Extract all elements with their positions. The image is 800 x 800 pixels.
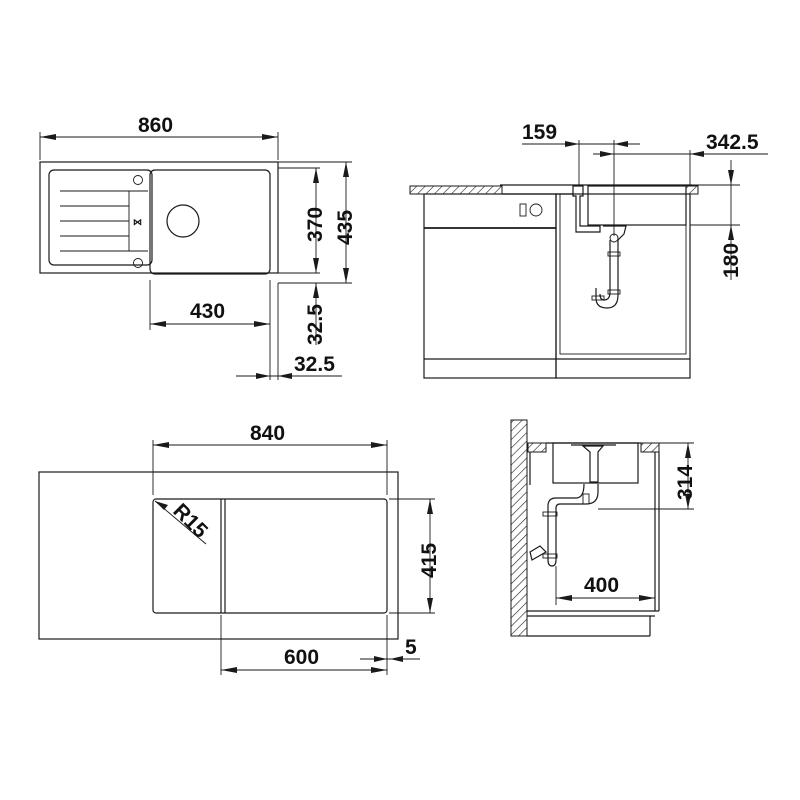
dim-370: 370 <box>304 207 327 242</box>
worktop-outline <box>38 471 399 640</box>
trap-pipe <box>595 225 627 309</box>
bowl-section <box>552 442 639 484</box>
top-view: ⋈ 860 370 435 32.5 430 <box>39 114 357 380</box>
knob-icon <box>529 203 543 217</box>
dim-400: 400 <box>584 574 619 597</box>
drainer-area <box>48 169 153 266</box>
dim-430: 430 <box>190 300 225 323</box>
wall <box>510 419 528 637</box>
dim-600: 600 <box>284 646 319 669</box>
side-view: 159 342.5 180 <box>409 121 768 379</box>
drain-hole-icon <box>166 204 200 238</box>
tap-hole-icon <box>133 258 143 268</box>
dim-r15: R15 <box>168 499 212 543</box>
tap-hole-icon <box>133 175 143 185</box>
dim-860: 860 <box>138 114 173 137</box>
overflow-icon: ⋈ <box>133 217 142 227</box>
cutout-view: R15 840 415 600 5 <box>38 422 441 675</box>
dim-435: 435 <box>334 210 357 245</box>
control-icon <box>519 203 527 217</box>
dim-415: 415 <box>418 543 441 578</box>
dim-159: 159 <box>522 121 557 144</box>
dim-840: 840 <box>250 422 285 445</box>
dishwasher-cabinet <box>423 193 557 379</box>
sink-outline <box>39 161 279 274</box>
overflow-pipe <box>572 185 601 233</box>
dim-32-5-vertical: 32.5 <box>304 304 327 345</box>
dim-32-5-horizontal: 32.5 <box>294 353 335 376</box>
drainer-grooves <box>60 190 148 252</box>
dim-342-5: 342.5 <box>706 131 759 154</box>
bowl-section <box>587 185 687 226</box>
dim-5: 5 <box>405 636 417 659</box>
dim-314: 314 <box>674 465 697 500</box>
cutout-outline <box>152 498 388 614</box>
dim-180: 180 <box>720 243 743 278</box>
bowl <box>149 169 271 275</box>
section-view: 314 400 <box>510 419 697 637</box>
